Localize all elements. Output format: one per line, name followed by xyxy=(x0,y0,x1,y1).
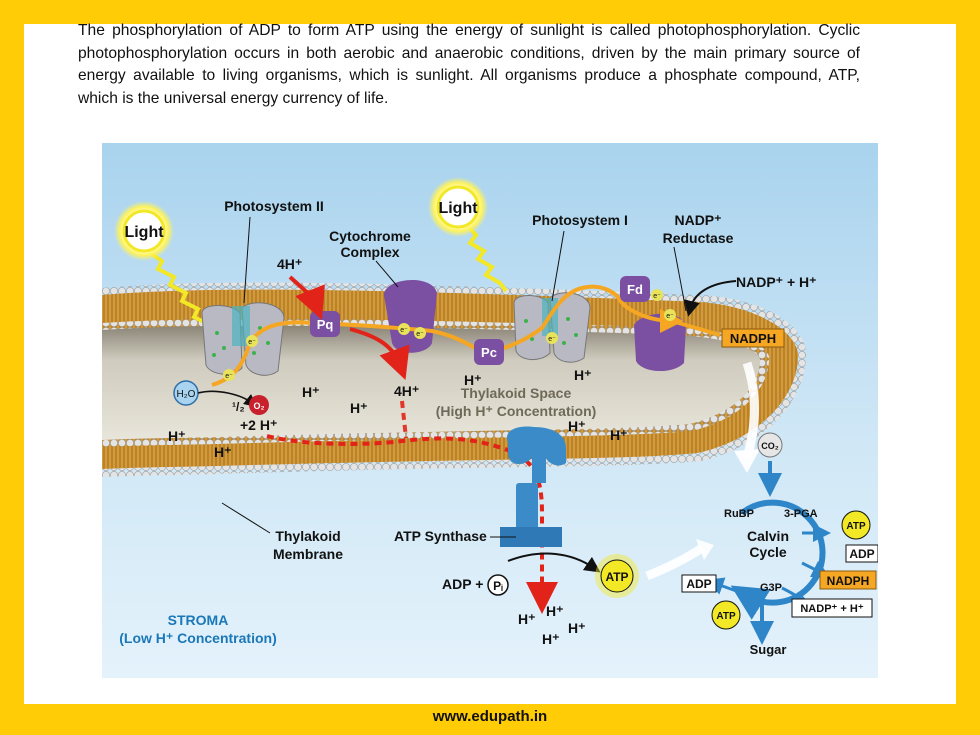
nadph-output-box xyxy=(721,328,785,348)
atp-product-label: ATP xyxy=(605,570,628,584)
photophosphorylation-diagram: Light Light Pq Pc Fd e⁻ xyxy=(102,143,878,678)
half-label: ¹/₂ xyxy=(232,400,245,414)
h-into-pq-arrow xyxy=(288,275,325,320)
stroma-label-1: STROMA xyxy=(168,612,229,628)
four-h-top-label: 4H⁺ xyxy=(277,256,302,272)
sugar-label: Sugar xyxy=(750,642,787,657)
svg-text:H⁺: H⁺ xyxy=(568,418,586,434)
photosystem-2-label: Photosystem II xyxy=(224,198,324,214)
calvin-nadp-out: NADP⁺ + H⁺ xyxy=(800,603,863,615)
pi-circle xyxy=(487,574,509,596)
svg-text:H⁺: H⁺ xyxy=(302,384,320,400)
fd-label: Fd xyxy=(627,282,643,297)
atp-synthase-protein xyxy=(500,426,566,547)
thylakoid-membrane-label-2: Membrane xyxy=(273,546,343,562)
svg-text:H⁺: H⁺ xyxy=(214,444,232,460)
pq-label: Pq xyxy=(317,317,334,332)
pc-label: Pc xyxy=(481,345,497,360)
svg-text:e⁻: e⁻ xyxy=(248,339,256,346)
calvin-title-2: Cycle xyxy=(749,544,787,560)
co2-label: CO₂ xyxy=(761,441,779,451)
g3p-label: G3P xyxy=(760,582,782,594)
svg-text:H⁺: H⁺ xyxy=(464,372,482,388)
atp-to-calvin-arrow xyxy=(645,544,705,581)
svg-text:H⁺: H⁺ xyxy=(350,400,368,416)
light-label-2: Light xyxy=(438,200,478,217)
light-beam-2 xyxy=(465,223,508,293)
svg-text:H⁺: H⁺ xyxy=(574,367,592,383)
svg-text:e⁻: e⁻ xyxy=(666,313,674,320)
two-h-label: +2 H⁺ xyxy=(240,417,277,433)
h-into-lumen-arrow xyxy=(349,327,410,381)
pc-carrier: Pc xyxy=(474,339,504,365)
nadph-output-label: NADPH xyxy=(730,331,776,346)
svg-text:H⁺: H⁺ xyxy=(546,603,564,619)
calvin-title-1: Calvin xyxy=(747,528,789,544)
svg-text:ATP: ATP xyxy=(716,611,736,622)
svg-text:e⁻: e⁻ xyxy=(548,336,556,343)
svg-text:e⁻: e⁻ xyxy=(653,293,661,300)
atp-synthase-label: ATP Synthase xyxy=(394,528,487,544)
light-label-1: Light xyxy=(124,224,164,241)
footer-url: www.edupath.in xyxy=(432,708,548,725)
nadp-reductase-label-2: Reductase xyxy=(663,230,734,246)
calvin-adp-left: ADP xyxy=(686,577,711,591)
thylakoid-membrane-label-1: Thylakoid xyxy=(275,528,340,544)
svg-text:H⁺: H⁺ xyxy=(542,631,560,647)
o2-label: O₂ xyxy=(254,401,265,411)
lumen-label-2: (High H⁺ Concentration) xyxy=(436,403,597,419)
svg-text:H⁺: H⁺ xyxy=(610,427,628,443)
rubp-label: RuBP xyxy=(724,508,754,520)
svg-text:H⁺: H⁺ xyxy=(518,611,536,627)
calvin-nadph-box xyxy=(819,570,877,590)
photosystem-2-protein xyxy=(201,302,285,376)
svg-text:e⁻: e⁻ xyxy=(225,373,233,380)
cytochrome-label-2: Complex xyxy=(340,244,399,260)
calvin-adp-out: ADP xyxy=(849,547,874,561)
svg-text:ATP: ATP xyxy=(846,521,866,532)
calvin-adp-left-box xyxy=(681,574,717,593)
light-beam-1 xyxy=(148,251,218,327)
calvin-atp-bottom xyxy=(711,600,741,630)
adp-pi-label: ADP + xyxy=(442,576,483,592)
svg-text:H⁺: H⁺ xyxy=(168,428,186,444)
h-plus-labels: H⁺ H⁺ H⁺ H⁺ H⁺ H⁺ H⁺ H⁺ H⁺ H⁺ H⁺ H⁺ xyxy=(168,367,628,647)
oxygen-molecule xyxy=(249,395,269,415)
svg-text:e⁻: e⁻ xyxy=(400,327,408,334)
nadp-reductase-label-1: NADP⁺ xyxy=(674,212,721,228)
co2-molecule xyxy=(757,432,783,458)
cytochrome-label-1: Cytochrome xyxy=(329,228,411,244)
water-label: H₂O xyxy=(177,389,196,400)
electron-badges: e⁻ e⁻ e⁻ e⁻ e⁻ e⁻ e⁻ xyxy=(223,289,676,381)
intro-paragraph: The phosphorylation of ADP to form ATP u… xyxy=(78,22,860,107)
fd-carrier: Fd xyxy=(620,276,650,302)
pi-label: Pᵢ xyxy=(493,579,503,593)
photosystem-1-label: Photosystem I xyxy=(532,212,628,228)
calvin-atp-in xyxy=(841,510,871,540)
calvin-nadph: NADPH xyxy=(827,574,870,588)
four-h-inner-label: 4H⁺ xyxy=(394,383,419,399)
cytochrome-complex-protein xyxy=(384,280,437,353)
svg-text:e⁻: e⁻ xyxy=(416,331,424,338)
pq-carrier: Pq xyxy=(310,311,340,337)
stroma-label-2: (Low H⁺ Concentration) xyxy=(119,630,277,646)
svg-text:H⁺: H⁺ xyxy=(568,620,586,636)
calvin-adp-out-box xyxy=(845,544,878,563)
lumen-label-1: Thylakoid Space xyxy=(461,385,572,401)
pga-label: 3-PGA xyxy=(784,508,818,520)
calvin-nadp-out-box xyxy=(791,598,873,618)
nadp-plus-h-label: NADP⁺ + H⁺ xyxy=(736,274,817,290)
nadph-to-calvin-arrow xyxy=(742,361,759,460)
